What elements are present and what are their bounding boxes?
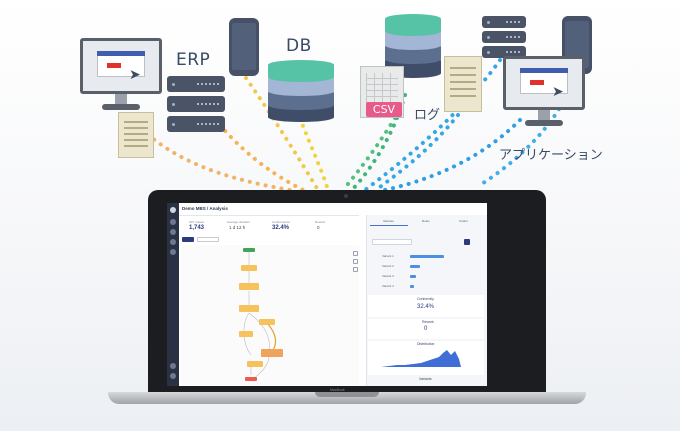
process-node-7[interactable] bbox=[247, 361, 263, 367]
process-map bbox=[181, 245, 359, 385]
list-item[interactable]: Variant 2 bbox=[370, 263, 485, 269]
process-node-end[interactable] bbox=[245, 377, 257, 381]
desktop-monitor-icon-right: ➤ bbox=[503, 56, 585, 132]
line-server-right bbox=[363, 58, 502, 192]
page-title: Demo MBS / Analysis bbox=[182, 206, 228, 211]
app-screen: Demo MBS / Analysis KPI: Cases 1,743 Ave… bbox=[167, 203, 487, 386]
sidebar-btn-user[interactable] bbox=[170, 373, 176, 379]
process-node-6[interactable] bbox=[261, 349, 283, 357]
desktop-monitor-icon: ➤ bbox=[80, 38, 162, 116]
distribution-card bbox=[368, 341, 484, 375]
zoom-in-button[interactable] bbox=[353, 251, 358, 256]
line-erp bbox=[218, 123, 305, 192]
tab-charts[interactable]: Charts bbox=[459, 219, 468, 223]
variants-card-title: Variants bbox=[419, 377, 432, 381]
sidebar-btn-2[interactable] bbox=[170, 229, 176, 235]
active-tab-indicator bbox=[370, 225, 408, 226]
list-item[interactable]: Variant 3 bbox=[370, 273, 485, 279]
rework-title: Rework bbox=[422, 320, 434, 324]
process-node-4[interactable] bbox=[259, 319, 275, 325]
app-sidebar bbox=[167, 203, 179, 386]
apply-button[interactable] bbox=[464, 239, 470, 245]
list-item[interactable]: Variant 1 bbox=[370, 253, 485, 259]
smartphone-icon bbox=[229, 18, 259, 76]
server-icon-right bbox=[482, 16, 526, 58]
kpi-label-rework: Rework bbox=[315, 220, 326, 224]
line-db bbox=[298, 116, 330, 192]
csv-badge: CSV bbox=[366, 102, 402, 117]
line-csv bbox=[341, 116, 397, 192]
kpi-value-cases: 1,743 bbox=[189, 225, 205, 231]
log-label: ログ bbox=[414, 108, 441, 123]
database-icon bbox=[268, 60, 334, 122]
process-node-5[interactable] bbox=[239, 331, 253, 337]
conformity-card bbox=[368, 295, 484, 317]
conformity-title: Conformity bbox=[417, 297, 434, 301]
database-icon-right bbox=[385, 14, 441, 78]
distribution-chart bbox=[381, 350, 461, 367]
application-label: アプリケーション bbox=[499, 148, 603, 163]
laptop-base bbox=[108, 392, 586, 404]
list-item[interactable]: Variant 4 bbox=[370, 283, 485, 289]
kpi-label-cases: KPI: Cases bbox=[189, 220, 205, 224]
camera-dot bbox=[344, 194, 348, 198]
line-monitor-right bbox=[383, 118, 522, 192]
sidebar-btn-4[interactable] bbox=[170, 249, 176, 255]
process-map-edges bbox=[243, 252, 277, 380]
kpi-label-conformance: Conformance bbox=[272, 220, 291, 224]
kpi-value-duration: 1 d 12 h bbox=[229, 225, 246, 230]
map-toolbar bbox=[353, 251, 359, 291]
view-selector[interactable] bbox=[197, 237, 219, 242]
kpi-value-rework: 0 bbox=[317, 225, 320, 230]
sidebar-btn-1[interactable] bbox=[170, 219, 176, 225]
process-node-2[interactable] bbox=[239, 283, 259, 290]
kpi-label-duration: Average duration bbox=[227, 220, 250, 224]
sidebar-btn-3[interactable] bbox=[170, 239, 176, 245]
kpi-value-conformance: 32.4% bbox=[272, 225, 290, 231]
process-node-1[interactable] bbox=[241, 265, 257, 271]
db-label: DB bbox=[286, 36, 312, 56]
laptop-notch bbox=[315, 392, 379, 397]
search-input[interactable] bbox=[372, 239, 412, 245]
tab-rules[interactable]: Rules bbox=[422, 219, 430, 223]
filter-button[interactable] bbox=[182, 237, 194, 242]
app-logo-icon bbox=[170, 207, 176, 213]
laptop-brand: MacBook bbox=[330, 388, 345, 392]
tab-variants[interactable]: Variants bbox=[383, 219, 394, 223]
line-db-right bbox=[350, 93, 407, 192]
conformity-value: 32.4% bbox=[417, 304, 435, 310]
zoom-out-button[interactable] bbox=[353, 259, 358, 264]
line-monitor-left bbox=[128, 116, 292, 192]
rework-value: 0 bbox=[424, 326, 428, 332]
sidebar-btn-settings[interactable] bbox=[170, 363, 176, 369]
line-phone bbox=[244, 76, 320, 192]
fit-button[interactable] bbox=[353, 267, 358, 272]
process-node-start[interactable] bbox=[243, 248, 255, 252]
erp-label: ERP bbox=[176, 50, 211, 70]
document-icon-left bbox=[118, 112, 154, 158]
log-document-icon bbox=[444, 56, 482, 112]
line-doc-right bbox=[374, 113, 460, 192]
rework-card bbox=[368, 319, 484, 339]
distribution-title: Distribution bbox=[417, 342, 435, 346]
erp-server-icon bbox=[167, 76, 225, 134]
process-node-3[interactable] bbox=[239, 305, 259, 312]
